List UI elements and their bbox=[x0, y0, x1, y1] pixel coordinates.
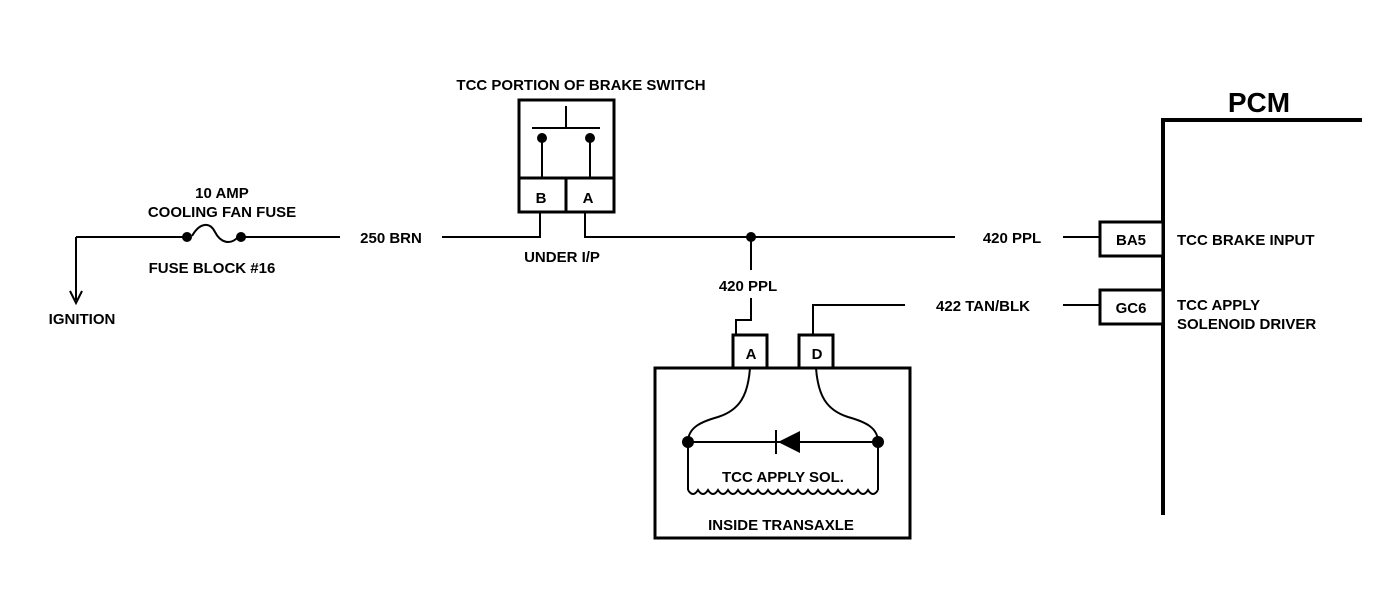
pcm-pin-ba5: BA5 bbox=[1116, 232, 1146, 249]
wire-422 bbox=[812, 304, 905, 335]
diode-icon bbox=[778, 431, 800, 453]
transaxle-terminal-a-label: A bbox=[746, 346, 757, 363]
wire-420-drop-lower bbox=[735, 298, 752, 335]
switch-terminal-a: A bbox=[583, 190, 594, 207]
wire-420-main bbox=[584, 212, 955, 238]
brake-switch bbox=[517, 98, 616, 214]
ignition-arrow bbox=[69, 290, 83, 306]
pcm-outline bbox=[1161, 118, 1362, 515]
switch-terminal-row bbox=[519, 176, 614, 212]
brake-switch-title: TCC PORTION OF BRAKE SWITCH bbox=[456, 77, 705, 94]
transaxle-terminal-a bbox=[731, 333, 769, 370]
wire-422-label: 422 TAN/BLK bbox=[936, 298, 1030, 315]
solenoid-label: TCC APPLY SOL. bbox=[722, 469, 844, 486]
ignition-label: IGNITION bbox=[49, 311, 116, 328]
solenoid-coil bbox=[687, 488, 879, 495]
solenoid-lead-a bbox=[687, 367, 751, 443]
inside-transaxle-label: INSIDE TRANSAXLE bbox=[708, 517, 854, 534]
tcc-apply-label-line1: TCC APPLY bbox=[1177, 297, 1260, 314]
tcc-brake-input-label: TCC BRAKE INPUT bbox=[1177, 232, 1315, 249]
fuse-circuit bbox=[69, 224, 340, 306]
transaxle-terminal-d bbox=[797, 333, 835, 370]
pcm-label: PCM bbox=[1228, 87, 1290, 118]
wire-420-top-label: 420 PPL bbox=[983, 230, 1041, 247]
pcm bbox=[1098, 118, 1362, 515]
transaxle-housing bbox=[653, 366, 912, 540]
solenoid-lead-d bbox=[815, 367, 879, 443]
fuse-element bbox=[191, 224, 239, 244]
fuse-name-label: COOLING FAN FUSE bbox=[148, 204, 296, 221]
fuse-amp-label: 10 AMP bbox=[195, 185, 249, 202]
pcm-pin-gc6-box bbox=[1098, 288, 1165, 326]
tcc-apply-label-line2: SOLENOID DRIVER bbox=[1177, 316, 1316, 333]
wire-250-label: 250 BRN bbox=[360, 230, 422, 247]
fuse-block-label: FUSE BLOCK #16 bbox=[149, 260, 276, 277]
switch-terminal-b: B bbox=[536, 190, 547, 207]
pcm-pin-ba5-box bbox=[1098, 220, 1165, 258]
fuse-terminal-left bbox=[182, 232, 192, 242]
wire-250-right bbox=[442, 210, 541, 238]
under-ip-label: UNDER I/P bbox=[524, 249, 600, 266]
transaxle bbox=[653, 333, 912, 540]
wire-420-drop-label: 420 PPL bbox=[719, 278, 777, 295]
pcm-pin-gc6: GC6 bbox=[1116, 300, 1147, 317]
transaxle-terminal-d-label: D bbox=[812, 346, 823, 363]
